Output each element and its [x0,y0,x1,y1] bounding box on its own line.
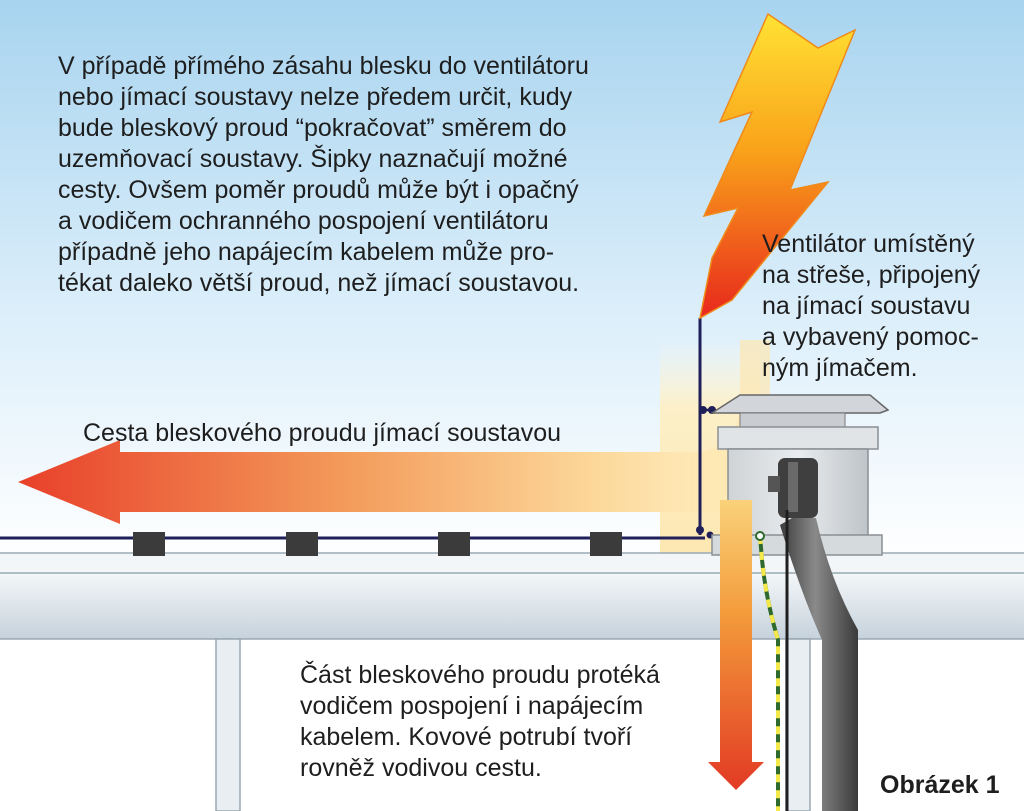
ventilator-hood [709,394,890,414]
conductor-holder [590,532,622,556]
clamp-point [696,526,704,534]
conductor-holder [286,532,318,556]
roof-support-right [785,638,811,811]
clamp-point [699,406,707,414]
figure-label: Obrázek 1 [880,771,1000,799]
ventilator-body [717,426,879,450]
roof-surface [0,553,1024,573]
conductor-holder [438,532,470,556]
lightning-bolt [698,12,857,320]
partial-current-label: Část bleskového proudu protéká vodičem p… [300,661,660,782]
arrow-left-current [18,440,740,524]
air-termination-path-label: Cesta bleskového proudu jímací soustavou [83,419,562,447]
roof-slab [0,573,1024,639]
ventilator-label: Ventilátor umístěný na střeše, připojený… [762,230,981,382]
conductor-holder [133,532,165,556]
main-description: V případě přímého zásahu blesku do venti… [58,52,589,297]
metal-pipe [780,518,858,811]
roof-support-left [215,638,241,811]
arrow-down-current [708,500,764,790]
